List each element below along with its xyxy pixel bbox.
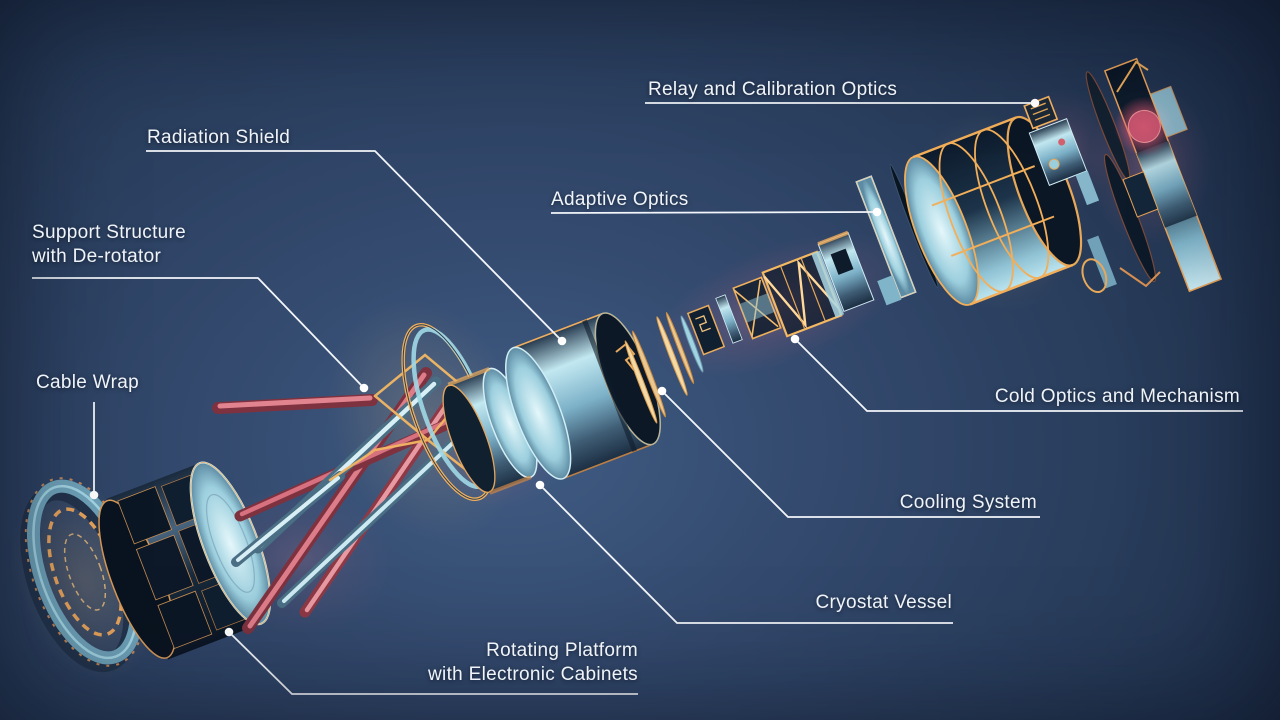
leader-dot — [535, 480, 545, 490]
label-rotating-platform-line2: with Electronic Cabinets — [428, 664, 638, 685]
leader-lines — [32, 98, 1243, 695]
leader-dot — [224, 627, 234, 637]
label-cable-wrap: Cable Wrap — [36, 372, 139, 393]
leader-line — [663, 392, 1040, 518]
leader-radiation-shield — [146, 150, 567, 346]
leader-dot — [557, 336, 567, 346]
label-cooling-system: Cooling System — [899, 492, 1037, 513]
leader-dot — [89, 490, 99, 500]
part-rotating-platform — [98, 461, 272, 660]
label-radiation-shield: Radiation Shield — [147, 127, 291, 148]
leader-line — [550, 211, 875, 214]
label-rotating-platform: Rotating Platform with Electronic Cabine… — [428, 639, 638, 687]
leader-line — [796, 340, 1243, 412]
label-rotating-platform-line1: Rotating Platform — [486, 640, 638, 661]
leader-dot — [657, 386, 667, 396]
part-cryostat-vessel — [505, 312, 661, 480]
leader-dot — [359, 383, 369, 393]
leader-rotating-platform — [224, 627, 638, 695]
label-support-structure-line2: with De-rotator — [32, 246, 162, 267]
label-adaptive-optics: Adaptive Optics — [551, 189, 689, 210]
label-cryostat-vessel: Cryostat Vessel — [815, 592, 952, 613]
label-support-structure-line1: Support Structure — [32, 222, 187, 243]
leader-cryostat-vessel — [535, 480, 953, 624]
part-cooling-discs — [624, 312, 704, 424]
leader-support-structure — [32, 277, 369, 393]
leader-dot — [1030, 98, 1040, 108]
label-cold-optics-and-mechanism: Cold Optics and Mechanism — [994, 386, 1240, 407]
leader-cooling-system — [657, 386, 1040, 518]
label-support-structure: Support Structure with De-rotator — [32, 221, 186, 269]
label-relay-and-calibration-optics: Relay and Calibration Optics — [648, 79, 898, 100]
part-support-structure — [212, 353, 472, 634]
leader-dot — [872, 207, 882, 217]
leader-cold-optics-and-mechanism — [790, 334, 1243, 412]
leader-line — [230, 633, 638, 695]
part-entrance-slab — [1081, 57, 1223, 293]
leader-adaptive-optics — [550, 207, 882, 217]
part-flange-cylinder — [442, 366, 538, 495]
part-optics-barrel — [904, 115, 1083, 306]
leader-line — [146, 150, 561, 340]
leader-dot — [790, 334, 800, 344]
part-cold-optics-chain — [686, 230, 875, 356]
leader-line — [32, 277, 363, 387]
leader-cable-wrap — [89, 402, 99, 500]
leader-line — [541, 486, 953, 624]
part-gold-meander — [615, 342, 636, 371]
leader-relay-and-calibration-optics — [645, 98, 1040, 108]
